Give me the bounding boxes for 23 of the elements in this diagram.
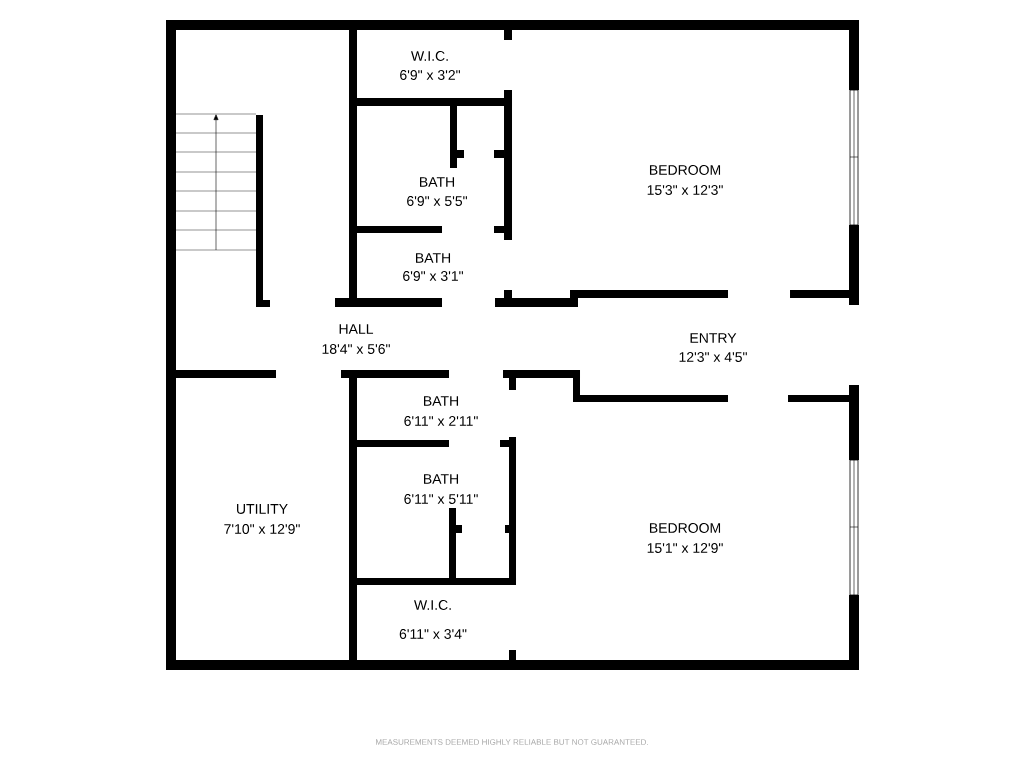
room-dimensions: 15'1" x 12'9" bbox=[647, 543, 723, 553]
room-name: BATH bbox=[416, 253, 450, 263]
room-name: ENTRY bbox=[690, 333, 737, 343]
room-dimensions: 6'9" x 5'5" bbox=[407, 196, 467, 206]
room-dimensions: 6'11" x 2'11" bbox=[404, 416, 478, 426]
room-dimensions: 12'3" x 4'5" bbox=[679, 352, 747, 362]
room-name: HALL bbox=[339, 324, 374, 334]
room-name: UTILITY bbox=[237, 504, 288, 514]
room-name: BATH bbox=[424, 474, 458, 484]
room-dimensions: 6'11" x 3'4" bbox=[399, 629, 467, 639]
room-dimensions: 6'9" x 3'2" bbox=[400, 70, 460, 80]
room-name: BEDROOM bbox=[650, 165, 721, 175]
room-dimensions: 15'3" x 12'3" bbox=[647, 185, 723, 195]
room-name: BATH bbox=[420, 177, 454, 187]
disclaimer-note: MEASUREMENTS DEEMED HIGHLY RELIABLE BUT NOT GUARANTEED. bbox=[376, 739, 648, 745]
room-name: W.I.C. bbox=[411, 51, 448, 61]
room-name: W.I.C. bbox=[414, 600, 451, 610]
room-name: BATH bbox=[424, 396, 458, 406]
room-dimensions: 6'9" x 3'1" bbox=[403, 271, 463, 281]
room-dimensions: 6'11" x 5'11" bbox=[404, 494, 478, 504]
room-dimensions: 18'4" x 5'6" bbox=[322, 344, 390, 354]
room-name: BEDROOM bbox=[650, 523, 721, 533]
room-dimensions: 7'10" x 12'9" bbox=[224, 524, 300, 534]
